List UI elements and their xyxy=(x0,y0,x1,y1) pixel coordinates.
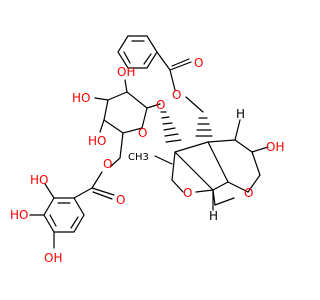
cage-bond-7 xyxy=(207,141,229,183)
atom-label-cage-o-right: O xyxy=(244,186,253,200)
cage-bond-5 xyxy=(247,174,261,193)
atom-label-ester1-o: O xyxy=(172,88,181,102)
benzoyl-ring xyxy=(117,35,158,69)
atom-label-ester2-o: O xyxy=(103,157,112,171)
sugar-oh-lower-bond xyxy=(99,119,105,133)
atom-label-ketone-o: O xyxy=(194,56,203,70)
benzoyl-c-ring-bond xyxy=(156,51,171,71)
cage-bond-9 xyxy=(171,179,184,193)
cage-bond-11 xyxy=(212,181,229,191)
benzoyl-ring-double-3 xyxy=(123,51,131,64)
atom-label-gallate-oh1: HO xyxy=(30,173,48,187)
gallate-ester-bond xyxy=(91,171,103,189)
cage-bond-4 xyxy=(251,151,261,176)
gallate-carbonyl-bond-2 xyxy=(92,191,113,200)
atom-label-gallate-oh3: OH xyxy=(44,251,62,265)
gallate-ring-double-3 xyxy=(49,214,57,227)
bonds xyxy=(29,35,269,249)
sugar-ch2-bond xyxy=(119,132,124,159)
hashed-wedge-glyco xyxy=(160,111,182,143)
cage-bond-10 xyxy=(195,189,214,193)
benzoyl-ester-bond xyxy=(169,69,176,91)
atom-label-ring-o: O xyxy=(138,126,147,140)
hashed-wedge-ch2 xyxy=(195,117,213,137)
cage-bond-16 xyxy=(234,119,241,141)
cage-bond-6 xyxy=(227,181,249,193)
atom-label-gallate-oh2: HO xyxy=(10,208,28,222)
sugar-oh-top-bond xyxy=(124,79,128,93)
cage-bond-14 xyxy=(174,151,214,191)
atom-label-sugar-oh-left: HO xyxy=(72,91,90,105)
benzoyl-carbonyl-bond-2 xyxy=(171,58,190,67)
cage-bond-13 xyxy=(214,197,235,206)
cage-methyl-bond xyxy=(154,155,173,165)
ester1-ch2-bond xyxy=(185,96,204,113)
gallate-oh1-bond xyxy=(44,183,55,199)
atom-label-methyl: CH3 xyxy=(128,152,149,163)
cage-bond-1 xyxy=(174,141,209,153)
atom-label-sugar-oh-lower: HO xyxy=(88,134,106,148)
atom-label-cage-o-left: O xyxy=(183,186,192,200)
atom-label-ester2-carbonyl-o: O xyxy=(116,193,125,207)
atom-label-sugar-oh-top: OH xyxy=(117,65,135,79)
chemical-structure: O O OH HO HO O O OH H CH3 O O H O O HO H… xyxy=(10,35,284,265)
cage-bond-2 xyxy=(207,139,236,143)
sugar-ch2-o-bond xyxy=(109,157,121,168)
gallate-ring-double-2 xyxy=(70,216,79,229)
atom-label-cage-oh: OH xyxy=(266,140,284,154)
atom-labels: O O OH HO HO O O OH H CH3 O O H O O HO H… xyxy=(10,56,284,265)
benzoyl-carbonyl-bond xyxy=(169,61,192,71)
cage-bond-15 xyxy=(251,146,269,153)
cage-bond-3 xyxy=(234,139,253,153)
atom-label-cage-h-upper: H xyxy=(236,107,245,121)
benzoyl-ring-double-2 xyxy=(143,53,152,65)
atom-label-glyco-o: O xyxy=(156,98,165,112)
cage-bond-8 xyxy=(171,151,176,181)
atom-label-cage-h-lower: H xyxy=(209,209,218,223)
sugar-oh-left-bond xyxy=(94,97,109,101)
gallate-c-ring-bond xyxy=(73,187,93,199)
gallate-carbonyl-bond xyxy=(91,187,115,196)
glyco-bond xyxy=(146,103,161,109)
